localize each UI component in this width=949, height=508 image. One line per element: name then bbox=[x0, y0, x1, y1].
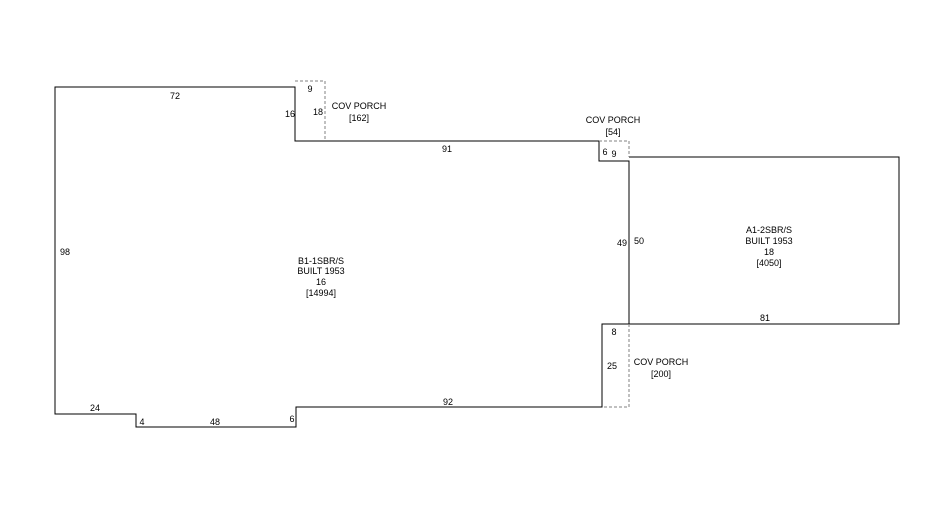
dim-top-left: 72 bbox=[170, 91, 180, 101]
dim-porch-low-top: 8 bbox=[611, 327, 616, 337]
dim-mid-top: 91 bbox=[442, 144, 452, 154]
dim-bottom-notch: 4 bbox=[139, 417, 144, 427]
dim-a1-bottom: 81 bbox=[760, 313, 770, 323]
porch-mid-outline bbox=[599, 140, 630, 157]
b1-built: BUILT 1953 bbox=[297, 266, 344, 276]
porch-top-outline bbox=[295, 80, 326, 141]
a1-code: A1-2SBR/S bbox=[746, 225, 792, 235]
porch-top-area: [162] bbox=[349, 113, 369, 123]
dim-left: 98 bbox=[60, 247, 70, 257]
dim-a1-left: 50 bbox=[634, 236, 644, 246]
dim-porch-top-depth: 18 bbox=[313, 107, 323, 117]
dim-porch-top-width: 9 bbox=[307, 84, 312, 94]
b1-number: 16 bbox=[316, 277, 326, 287]
b1-outline bbox=[54, 86, 630, 428]
a1-outline bbox=[629, 156, 900, 325]
a1-area: [4050] bbox=[756, 258, 781, 268]
porch-top-name: COV PORCH bbox=[332, 101, 387, 111]
b1-area: [14994] bbox=[306, 288, 336, 298]
dim-porch-low-side: 25 bbox=[607, 361, 617, 371]
porch-low-name: COV PORCH bbox=[634, 357, 689, 367]
dim-bottom-step: 6 bbox=[289, 414, 294, 424]
porch-mid-area: [54] bbox=[605, 127, 620, 137]
porch-mid-name: COV PORCH bbox=[586, 115, 641, 125]
dim-porch-mid-depth: 6 bbox=[602, 147, 607, 157]
b1-code: B1-1SBR/S bbox=[298, 256, 344, 266]
a1-number: 18 bbox=[764, 247, 774, 257]
a1-built: BUILT 1953 bbox=[745, 236, 792, 246]
dim-bottom-right: 92 bbox=[443, 397, 453, 407]
dim-porch-mid-width: 9 bbox=[611, 149, 616, 159]
dim-step-in: 16 bbox=[285, 109, 295, 119]
porch-low-area: [200] bbox=[651, 369, 671, 379]
dim-bottom-mid: 48 bbox=[210, 417, 220, 427]
dim-bottom-left: 24 bbox=[90, 403, 100, 413]
porch-low-outline bbox=[602, 324, 630, 408]
dim-junction: 49 bbox=[617, 238, 627, 248]
